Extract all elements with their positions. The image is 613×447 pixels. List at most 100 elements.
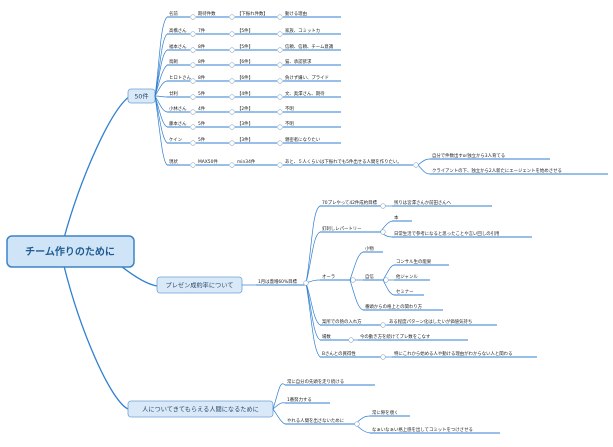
row-8-knob-2[interactable] [277, 140, 283, 146]
row-8-cell-3: 親密者になりたい [285, 136, 321, 143]
pres-item-4-knob[interactable] [348, 337, 354, 343]
row-5-cell-3: 文、奥澤さん、期待 [285, 90, 325, 97]
branch-50-label: 50件 [134, 93, 148, 101]
row-6-cell-0: 小林さん [169, 105, 187, 112]
row-5-knob-0[interactable] [190, 94, 196, 100]
row-4-knob-1[interactable] [229, 78, 235, 84]
row-5-cell-1: 5件 [198, 90, 206, 97]
row-6-knob-1[interactable] [229, 109, 235, 115]
pres-item-1: 釘刺しレパートリー [322, 225, 362, 232]
row-4-knob-2[interactable] [277, 78, 283, 84]
branch-people[interactable]: 人についてきてもらえる人間になるために [127, 400, 274, 418]
row-8-cell-2: 【3件】 [237, 136, 253, 143]
pres-sub-knob[interactable] [303, 280, 309, 286]
row-8-cell-1: 5件 [198, 136, 206, 143]
branch-people-connectors [272, 383, 371, 434]
row-7-knob-1[interactable] [229, 124, 235, 130]
status-knob-2[interactable] [277, 162, 283, 168]
people-item-0: 常に自分の先頭を走り続ける [287, 378, 344, 385]
status-knob-1[interactable] [229, 162, 235, 168]
status-cell-0: 現状 [169, 158, 178, 165]
pres-sub-goal: 1月は蓋増60%目標 [258, 278, 298, 285]
people-item-2: やれる人間を出さないために [287, 417, 344, 424]
row-6-knob-0[interactable] [190, 109, 196, 115]
pres-item-1-knob[interactable] [380, 229, 386, 235]
pres-item-3-knob[interactable] [380, 322, 386, 328]
row-0-cell-3: 動ける理由 [285, 10, 307, 17]
row-2-knob-1[interactable] [229, 47, 235, 53]
row-2-knob-0[interactable] [190, 47, 196, 53]
row-1-knob-1[interactable] [229, 31, 235, 37]
row-8-knob-0[interactable] [190, 140, 196, 146]
row-0-knob-2[interactable] [277, 14, 283, 20]
row-0-knob-1[interactable] [229, 14, 235, 20]
row-4-cell-3: 負けず嫌い、プライド [285, 74, 329, 81]
row-8-knob-1[interactable] [229, 140, 235, 146]
pres-item-3-child-0: ある程度パターン化はしたいが価値気持ち [389, 318, 472, 325]
row-3-knob-0[interactable] [190, 62, 196, 68]
row-6-knob-2[interactable] [277, 109, 283, 115]
pres-item-2-self-1: 他ジャンル [396, 273, 418, 280]
row-7-knob-0[interactable] [190, 124, 196, 130]
people-item-2-knob[interactable] [354, 421, 360, 427]
pres-item-2-child-1-knob[interactable] [383, 277, 389, 283]
pres-item-1-child-1: 日常生活で参考になると思ったことや言い回しの引用 [394, 230, 499, 237]
pres-item-2-child-2: 番頭からの格上との関わり方 [365, 303, 423, 310]
row-5-cell-0: 廿利 [169, 90, 178, 97]
pres-item-2-self-2: セミナー [396, 289, 414, 295]
row-2-knob-2[interactable] [277, 47, 283, 53]
row-3-cell-0: 鳥飼 [169, 58, 178, 65]
status-knob-0[interactable] [190, 162, 196, 168]
status-child-1: クライアントの下、独立から2人新たにエージェントを始めさせる [432, 167, 562, 174]
pres-item-2: オーラ [322, 274, 335, 280]
pres-item-5: Bさんとの買得性 [322, 350, 356, 357]
branch-presentation[interactable]: プレゼン成約率について [156, 276, 243, 294]
row-4-cell-2: 【6件】 [237, 74, 253, 81]
row-4-knob-0[interactable] [190, 78, 196, 84]
pres-item-2-child-1: 自信 [365, 273, 374, 280]
pres-item-2-knob[interactable] [350, 277, 356, 283]
row-1-cell-1: 7件 [198, 27, 206, 34]
status-knob-end[interactable] [413, 162, 419, 168]
row-3-knob-1[interactable] [229, 62, 235, 68]
row-5-knob-2[interactable] [277, 94, 283, 100]
row-3-cell-3: 猫、承認欲求 [285, 58, 312, 65]
pres-item-3: 案所での熱の入れ方 [322, 318, 362, 325]
status-cell-1: MAX50件 [198, 158, 218, 165]
row-1-knob-0[interactable] [190, 31, 196, 37]
central-node[interactable]: チーム作りのために [6, 235, 135, 268]
row-1-cell-0: 高橋さん [169, 27, 187, 34]
row-2-cell-0: 福本さん [169, 43, 187, 50]
status-child-0: 自分で件数出すor独立から3人育てる [432, 152, 505, 159]
row-2-cell-3: 信頼、信頼、チーム意識 [285, 43, 334, 50]
row-4-cell-1: 8件 [198, 74, 206, 81]
row-3-knob-2[interactable] [277, 62, 283, 68]
row-0-knob-0[interactable] [190, 14, 196, 20]
branch-presentation-items: 1月は蓋増60%目標 70プレやって42件成約目標釘刺しレパートリーオーラ案所での… [256, 199, 537, 360]
pres-item-2-self-0: コンサル生の能果 [396, 258, 432, 265]
branch-presentation-label: プレゼン成約率について [166, 282, 234, 290]
people-item-2-child-0: 常に隙を覗く [372, 409, 398, 416]
row-2-cell-2: 【5件】 [237, 43, 253, 50]
row-1-knob-2[interactable] [277, 31, 283, 37]
branch-people-label: 人についてきてもらえる人間になるために [142, 407, 259, 414]
row-3-cell-2: 【6件】 [237, 58, 253, 65]
row-5-cell-2: 【4件】 [237, 90, 253, 97]
row-7-cell-2: 【3件】 [237, 120, 253, 127]
pres-item-2-child-0: 小物 [365, 245, 374, 252]
row-8-cell-0: ケイン [169, 136, 183, 143]
people-item-1: 1番努力する [287, 396, 312, 403]
pres-item-1-child-0: 本 [394, 214, 399, 221]
status-cell-2: min34件 [237, 158, 256, 165]
pres-item-0-knob[interactable] [380, 203, 386, 209]
row-6-cell-1: 4件 [198, 105, 206, 112]
row-7-knob-2[interactable] [277, 124, 283, 130]
pres-item-5-knob[interactable] [380, 354, 386, 360]
pres-item-0: 70プレやって42件成約目標 [322, 199, 377, 206]
pres-item-0-child-0: 残りは宮澤さんか前田さんへ [394, 199, 452, 206]
pres-item-4-child-0: 今の動き方を続けてプレ数をこなす [360, 333, 431, 340]
row-5-knob-1[interactable] [229, 94, 235, 100]
branch-50[interactable]: 50件 [127, 88, 156, 104]
central-title: チーム作りのために [25, 245, 115, 258]
